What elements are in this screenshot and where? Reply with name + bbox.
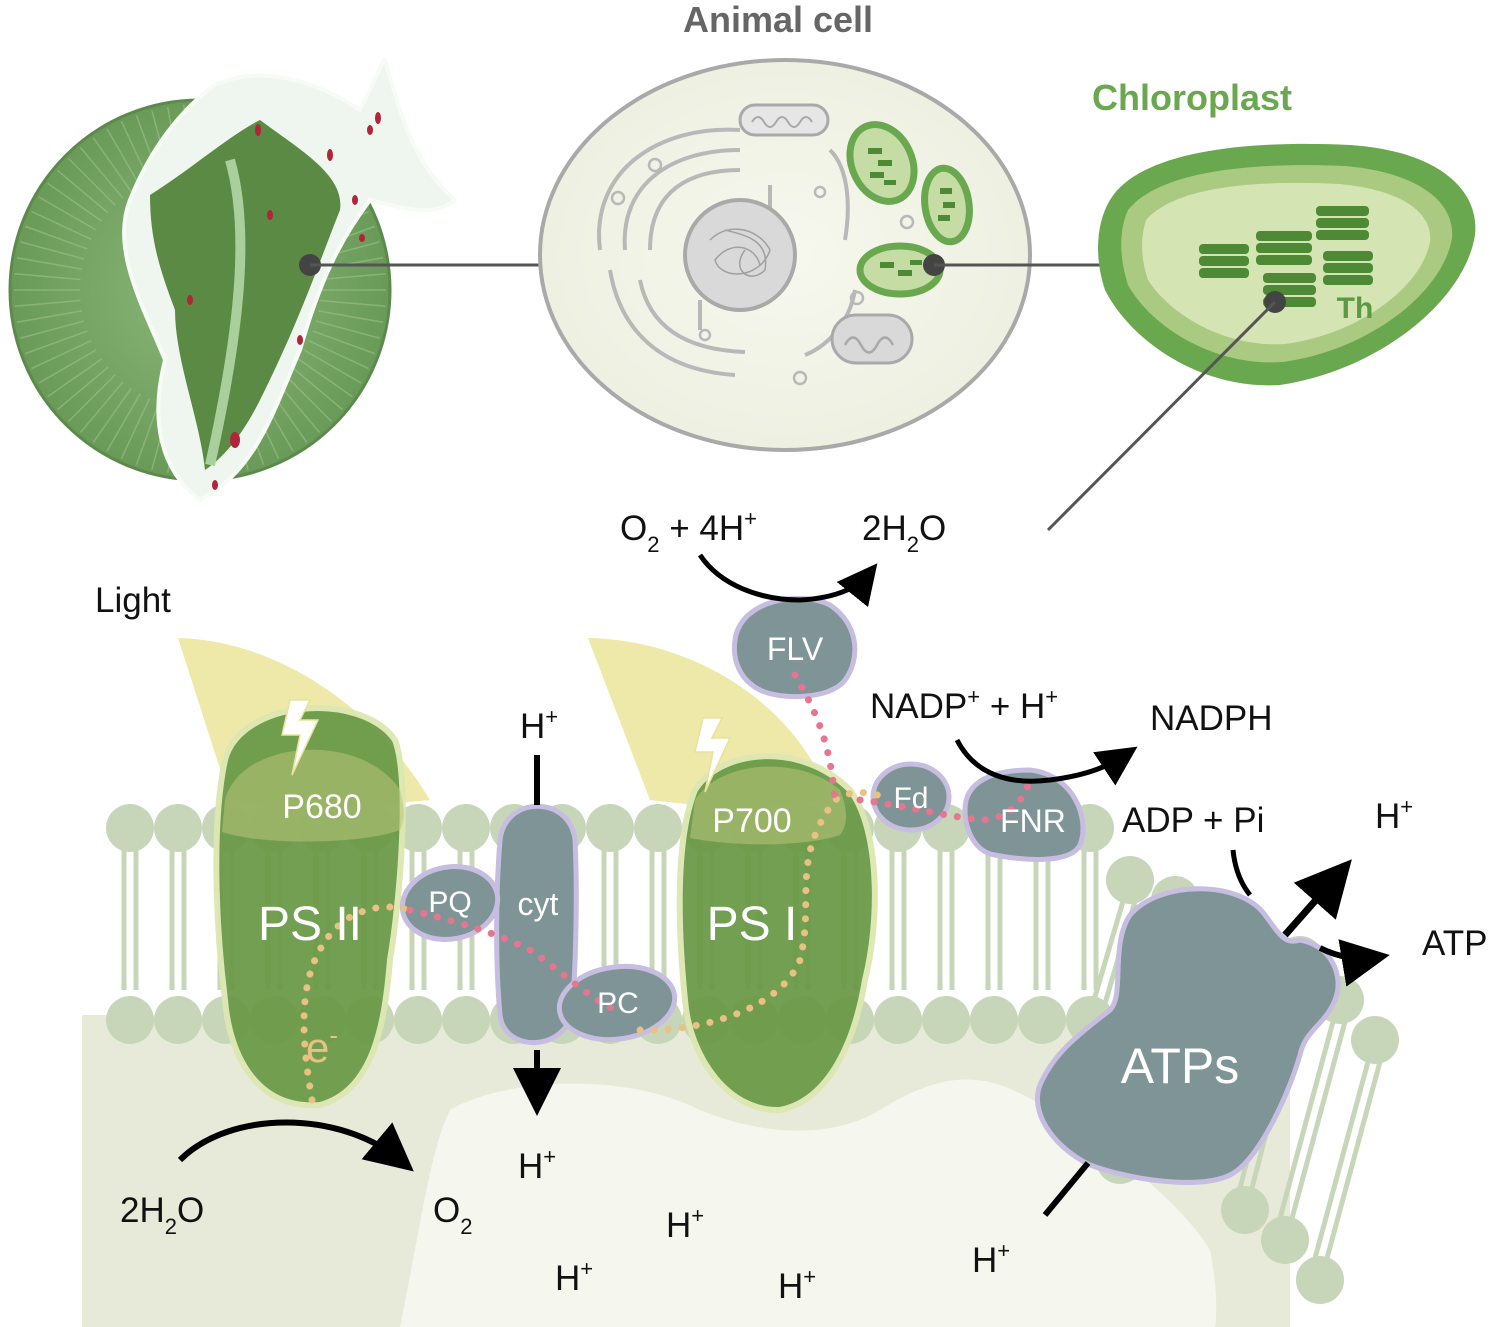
electron-path-psii xyxy=(300,903,414,1104)
fd-label: Fd xyxy=(893,782,928,815)
fnr-label: FNR xyxy=(1000,803,1066,839)
fnr-complex xyxy=(962,767,1086,862)
flv-label: FLV xyxy=(767,631,824,667)
pc-label: PC xyxy=(597,987,639,1020)
lightning-icon-psi xyxy=(694,717,732,793)
atp-synthase-complex xyxy=(1034,886,1341,1185)
lipid-head xyxy=(394,804,442,852)
o2-bottom-label: O2 xyxy=(433,1191,472,1239)
chloroplast-title: Chloroplast xyxy=(1092,77,1292,118)
arrow-atp xyxy=(1318,939,1390,987)
arrow-nadph xyxy=(954,738,1138,786)
nadp-plus-h-label: NADP+ + H+ xyxy=(870,684,1058,726)
two-h2o-bottom-label: 2H2O xyxy=(120,1191,204,1239)
lipid-head xyxy=(154,996,202,1044)
cyt-label: cyt xyxy=(518,886,559,922)
lipid-head xyxy=(922,996,970,1044)
lipid-head xyxy=(970,996,1018,1044)
pq-label: PQ xyxy=(428,886,471,919)
o2-plus-4h-label: O2 + 4H+ xyxy=(620,506,757,557)
lumen-h-plus-4: H+ xyxy=(972,1238,1010,1280)
electron-path-psi xyxy=(636,789,894,1034)
arrow-adp xyxy=(1230,849,1252,897)
lipid-head xyxy=(154,804,202,852)
organism-illustration xyxy=(8,57,459,503)
lipid-head xyxy=(634,804,682,852)
connector-chloroplast-membrane xyxy=(1046,300,1277,532)
psi-label: PS I xyxy=(707,898,798,951)
h-plus-cyt-bottom-label: H+ xyxy=(518,1144,556,1186)
electron-label: e- xyxy=(306,1020,338,1071)
psii-complex xyxy=(213,704,406,1109)
lipid-head xyxy=(442,804,490,852)
p700-label: P700 xyxy=(712,802,791,840)
arrow-atp-proton-lumen xyxy=(1042,1161,1091,1217)
lipid-head xyxy=(394,996,442,1044)
lightning-icon-psii xyxy=(281,699,320,776)
lipid-head xyxy=(106,996,154,1044)
lipid-head xyxy=(442,996,490,1044)
animal-cell-title: Animal cell xyxy=(683,0,873,40)
two-h2o-top-label: 2H2O xyxy=(862,509,946,557)
atp-label: ATP xyxy=(1422,924,1487,963)
lipid-head xyxy=(874,996,922,1044)
lumen-h-plus-2: H+ xyxy=(555,1256,593,1298)
light-label: Light xyxy=(95,581,171,620)
arrow-flv-reaction xyxy=(697,553,878,608)
animal-cell xyxy=(538,58,1032,452)
lumen-h-plus-3: H+ xyxy=(778,1264,816,1306)
pc-complex xyxy=(556,963,678,1043)
atps-label: ATPs xyxy=(1121,1038,1240,1094)
electron-path-pq-pc xyxy=(406,906,619,1014)
psi-complex xyxy=(676,753,878,1114)
nadph-label: NADPH xyxy=(1150,699,1273,738)
lipid-head xyxy=(106,804,154,852)
electron-path-flv xyxy=(791,671,839,804)
thylakoid-stacks xyxy=(1197,204,1375,309)
arrow-water-splitting xyxy=(177,1119,414,1172)
arrow-atp-proton xyxy=(1282,859,1352,938)
lumen-h-plus-1: H+ xyxy=(666,1203,704,1245)
thylakoid-label: Th xyxy=(1337,292,1374,325)
lipid-head xyxy=(586,804,634,852)
chloroplast-illustration xyxy=(1098,143,1476,386)
organism-gut xyxy=(150,120,341,470)
h-plus-cyt-top-label: H+ xyxy=(520,704,558,746)
adp-plus-pi-label: ADP + Pi xyxy=(1122,801,1264,840)
h-plus-atp-label: H+ xyxy=(1375,794,1413,836)
organism-spots xyxy=(187,112,381,490)
cell-chloroplasts xyxy=(846,121,973,298)
lipid-head xyxy=(1018,996,1066,1044)
psii-label: PS II xyxy=(258,898,362,951)
p680-label: P680 xyxy=(282,788,361,826)
